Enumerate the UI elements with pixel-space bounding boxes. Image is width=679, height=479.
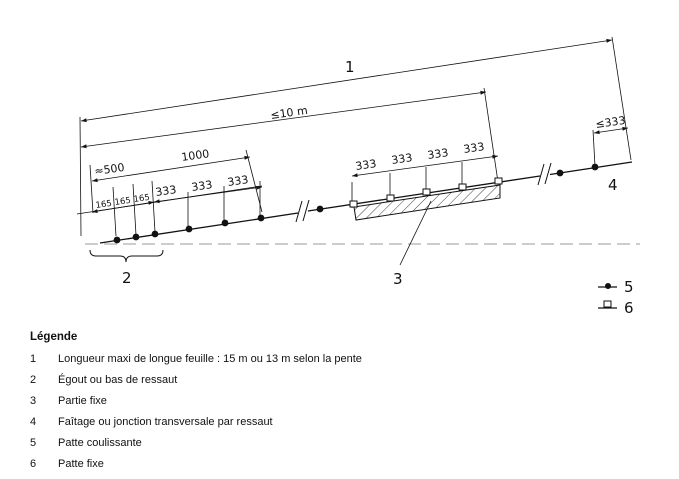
dim-left-333-a: 333 [155,183,178,199]
legend-item: 4 Faîtage ou jonction transversale par r… [30,416,650,437]
callout-2: 2 [122,269,132,287]
legend-item-text: Partie fixe [58,395,107,407]
legend-item: 1 Longueur maxi de longue feuille : 15 m… [30,353,650,374]
dim-1000: 1000 [181,147,211,164]
leader-line-3 [399,200,432,266]
legend-item-text: Égout ou bas de ressaut [58,374,178,386]
sliding-clip-markers [113,163,599,244]
legend-symbol-6 [598,300,617,309]
roof-sheet-diagram: 1 2 3 4 5 6 ≤10 m ≈500 1000 165 165 165 … [76,36,640,317]
legend-item-number: 3 [30,395,37,407]
dim-left-333-c: 333 [227,173,250,189]
dim-mid-333-c: 333 [427,146,450,162]
dim-left-333-b: 333 [191,178,214,194]
legend-item-number: 4 [30,416,37,428]
legend-item: 6 Patte fixe [30,458,650,479]
legend-item-number: 1 [30,353,37,365]
legend-list: 1 Longueur maxi de longue feuille : 15 m… [30,353,650,479]
legend-item-number: 5 [30,437,37,449]
legend: Légende 1 Longueur maxi de longue feuill… [30,331,650,479]
callout-6: 6 [624,299,634,317]
callout-3: 3 [393,270,403,288]
callout-4: 4 [608,176,618,194]
dimension-lines [80,38,629,214]
callout-1: 1 [345,58,355,76]
dim-approx-500: ≈500 [94,161,126,178]
legend-item-number: 2 [30,374,37,386]
dim-right-max-333: ≤333 [595,114,627,131]
legend-title: Légende [30,331,78,343]
callout-5: 5 [624,278,634,296]
brace-2 [89,249,164,263]
legend-item: 2 Égout ou bas de ressaut [30,374,650,395]
legend-item-text: Longueur maxi de longue feuille : 15 m o… [58,353,362,365]
fixed-part-hatched [353,184,501,221]
break-mark [295,162,552,223]
legend-item-text: Patte coulissante [58,437,142,449]
legend-symbol-5 [598,283,617,289]
dim-mid-333-a: 333 [355,157,378,173]
dim-mid-333-d: 333 [463,140,486,156]
legend-item-text: Faîtage ou jonction transversale par res… [58,416,273,428]
legend-item: 3 Partie fixe [30,395,650,416]
dim-overall-max: ≤10 m [270,104,309,122]
legend-item-number: 6 [30,458,37,470]
fixed-clip-markers [349,177,503,208]
dim-165-b: 165 [114,196,131,208]
legend-item: 5 Patte coulissante [30,437,650,458]
dim-165-c: 165 [133,193,150,205]
legend-item-text: Patte fixe [58,458,104,470]
dim-165-a: 165 [95,199,112,211]
dim-mid-333-b: 333 [391,151,414,167]
